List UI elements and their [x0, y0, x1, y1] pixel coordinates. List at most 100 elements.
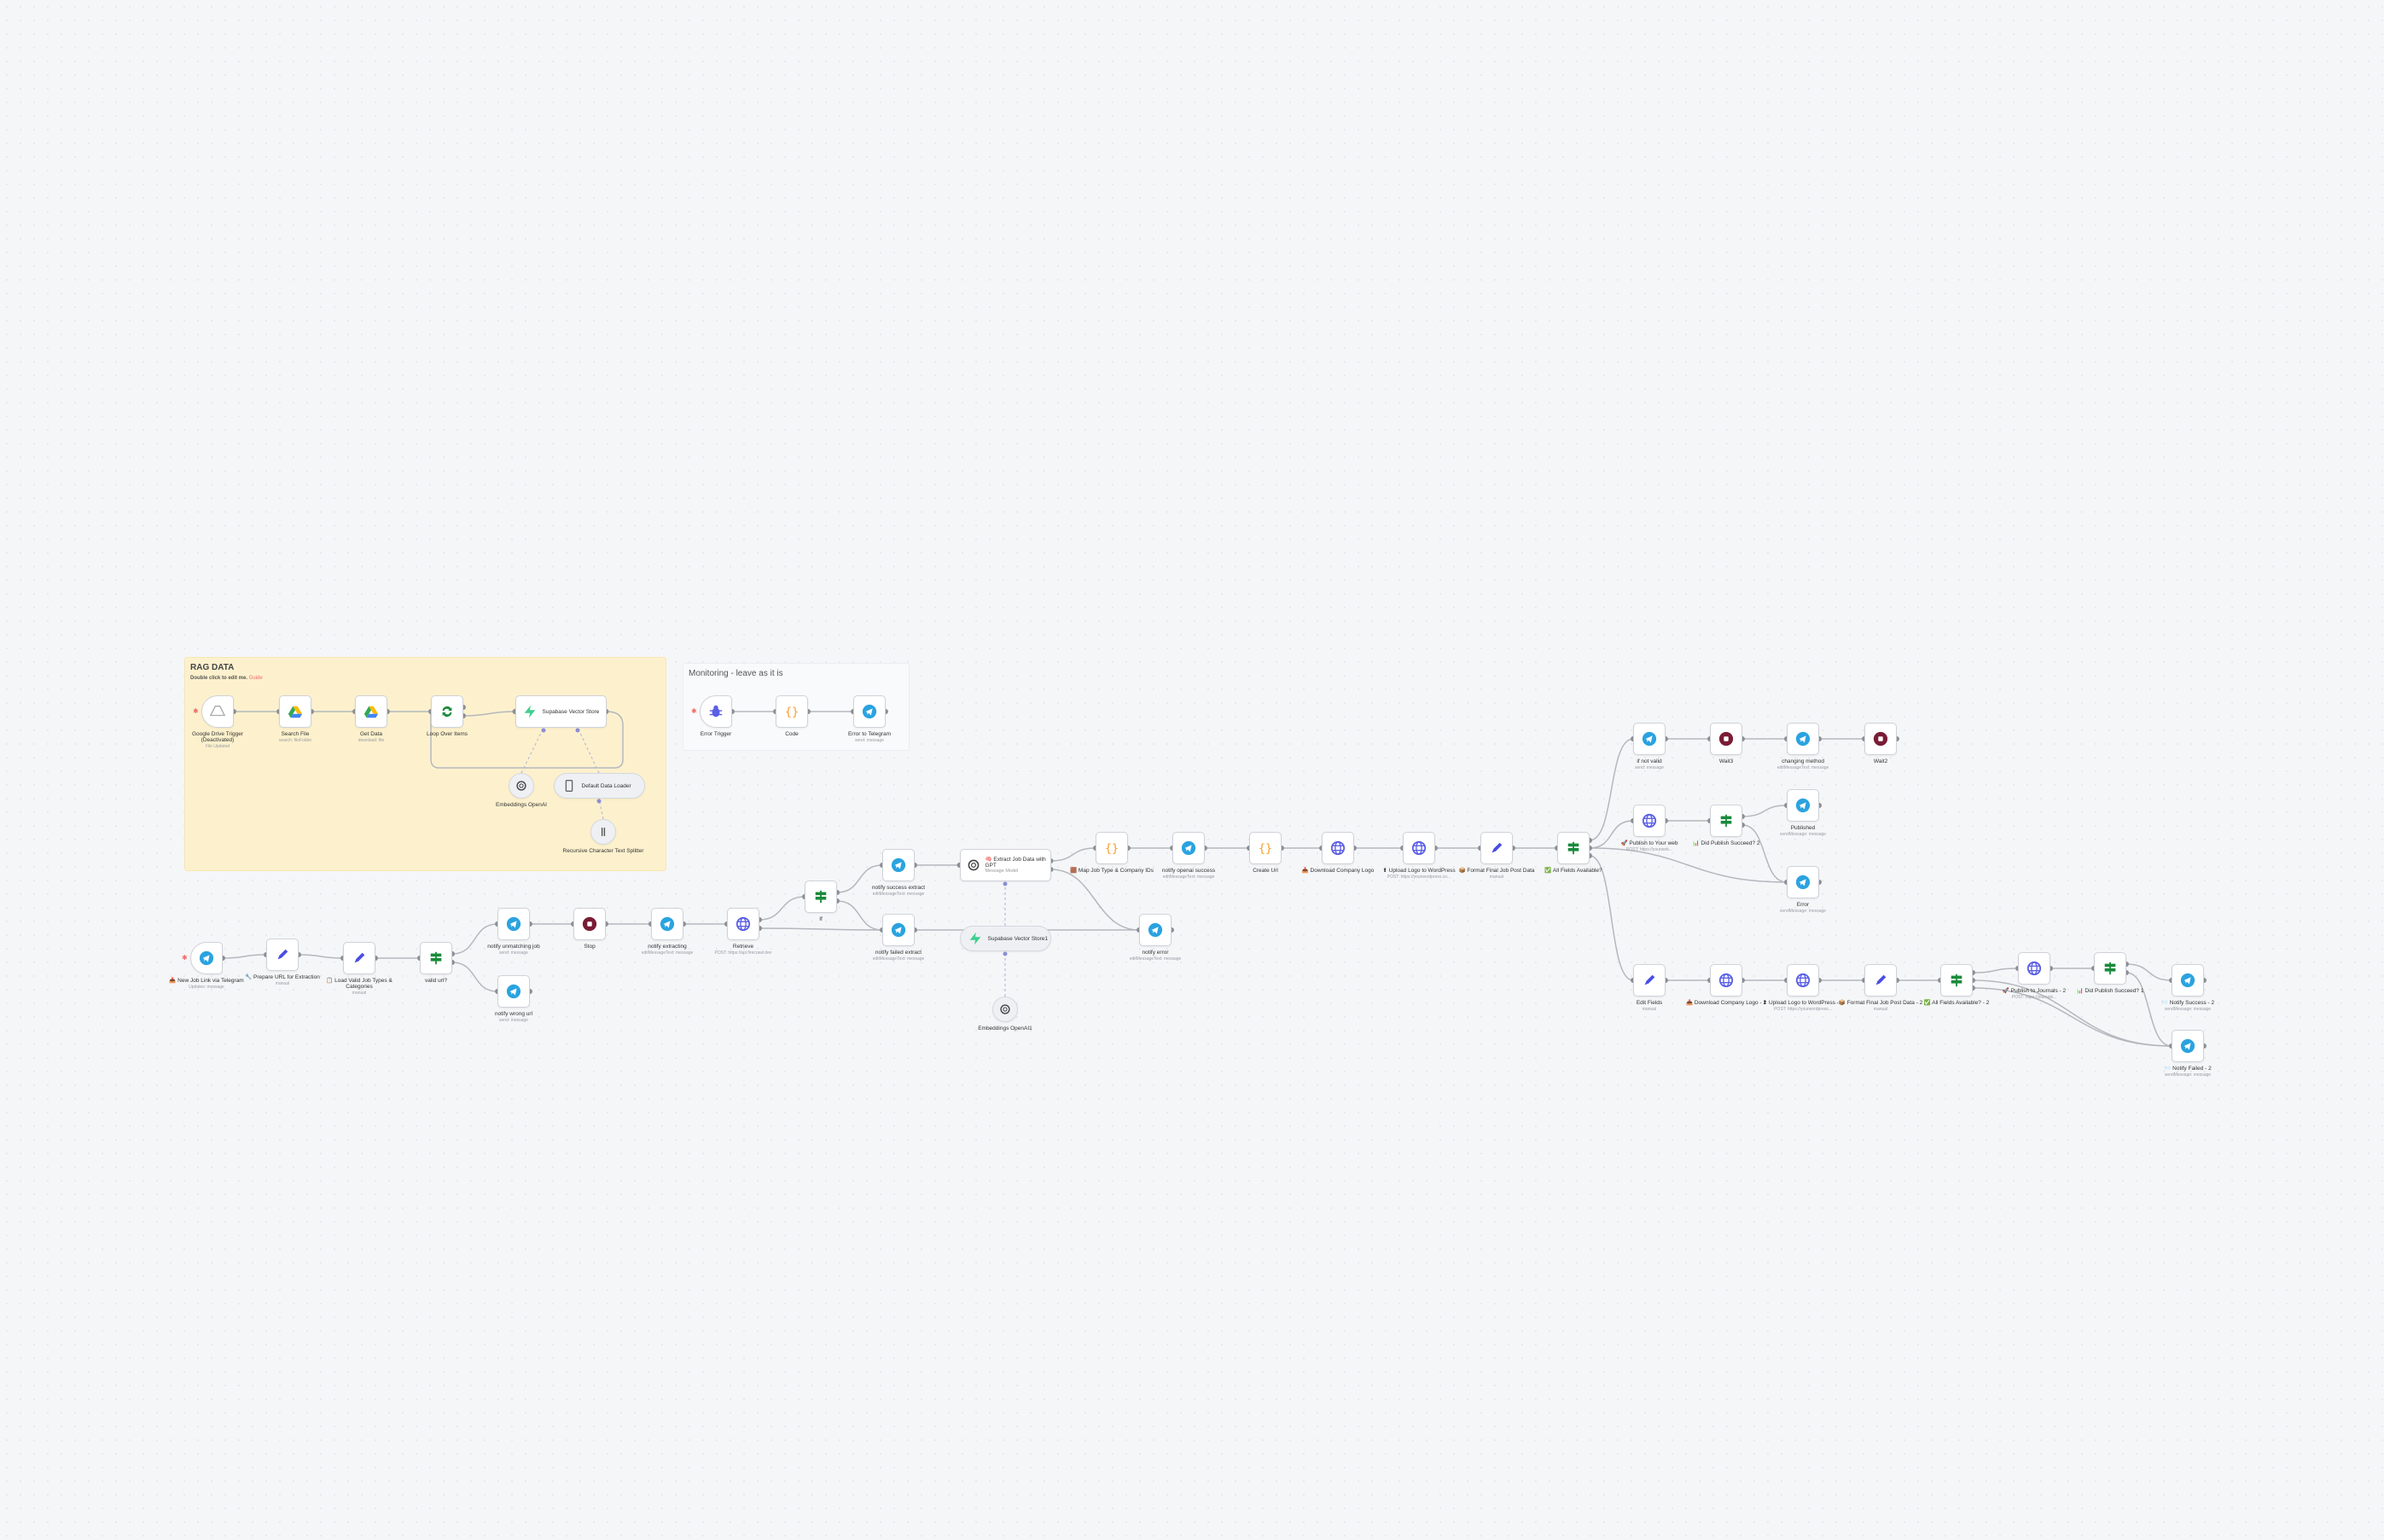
node-label: If: [778, 916, 863, 922]
workflow-node[interactable]: [992, 997, 1018, 1022]
node-title: If: [819, 916, 823, 922]
workflow-node[interactable]: [355, 695, 387, 728]
workflow-node[interactable]: [266, 939, 299, 971]
workflow-node[interactable]: [2172, 964, 2204, 997]
connection-line: [1589, 855, 1634, 981]
workflow-node[interactable]: {}: [776, 695, 808, 728]
guide-link[interactable]: Guide: [248, 676, 263, 681]
telegram-icon: [1795, 875, 1811, 890]
node-label: Wait3: [1683, 758, 1769, 764]
connection-line: [1050, 847, 1096, 862]
connection-line: [2125, 963, 2172, 981]
workflow-node[interactable]: Supabase Vector Store1: [959, 926, 1051, 951]
workflow-node[interactable]: [497, 975, 530, 1008]
gdrive-gray-icon: [210, 706, 225, 717]
node-label: 📊 Did Publish Succeed? 1: [2067, 988, 2153, 994]
workflow-node[interactable]: [1787, 723, 1819, 755]
workflow-node[interactable]: [509, 773, 534, 799]
workflow-node[interactable]: [497, 908, 530, 940]
node-title: 📊 Did Publish Succeed? 1: [2076, 988, 2144, 994]
node-label: Embeddings OpenAI: [479, 802, 564, 808]
if-icon: [1951, 973, 1962, 987]
node-title: notify unmatching job: [487, 944, 540, 950]
workflow-node[interactable]: [1710, 805, 1742, 837]
workflow-node[interactable]: [1864, 964, 1897, 997]
workflow-node[interactable]: [1864, 723, 1897, 755]
workflow-node[interactable]: [1557, 832, 1590, 864]
workflow-node[interactable]: [420, 942, 452, 974]
workflow-node[interactable]: [1172, 832, 1205, 864]
workflow-node[interactable]: [853, 695, 886, 728]
node-subtitle: manual: [1642, 1007, 1657, 1012]
connection-line: [1972, 968, 2019, 973]
workflow-node[interactable]: [343, 942, 375, 974]
workflow-node[interactable]: [190, 942, 223, 974]
workflow-node[interactable]: Default Data Loader: [553, 773, 645, 799]
node-label: ✅ All Fields Available? - 2: [1914, 1000, 1999, 1006]
workflow-node[interactable]: [882, 914, 915, 946]
node-subtitle: editMessageText: message: [1162, 875, 1215, 880]
workflow-node[interactable]: [279, 695, 311, 728]
workflow-node[interactable]: [2018, 952, 2050, 985]
workflow-node[interactable]: [573, 908, 606, 940]
node-label: Wait2: [1838, 758, 1923, 764]
workflow-node[interactable]: [1787, 789, 1819, 822]
node-title: 🔧 Prepare URL for Extraction: [245, 974, 320, 980]
workflow-node[interactable]: [805, 880, 837, 913]
workflow-node[interactable]: [1940, 964, 1973, 997]
workflow-node[interactable]: [700, 695, 732, 728]
workflow-node[interactable]: [1633, 723, 1666, 755]
workflow-node[interactable]: [1710, 723, 1742, 755]
node-title: Edit Fields: [1636, 1000, 1663, 1006]
workflow-node[interactable]: [727, 908, 759, 940]
node-subtitle: manual: [1873, 1007, 1888, 1012]
node-subtitle: send: message: [499, 950, 528, 956]
workflow-node[interactable]: [1710, 964, 1742, 997]
workflow-node[interactable]: [1480, 832, 1513, 864]
node-title: Loop Over Items: [426, 731, 468, 737]
loop-icon: [442, 706, 452, 718]
workflow-node[interactable]: [1139, 914, 1172, 946]
workflow-node[interactable]: Supabase Vector Store: [515, 695, 607, 728]
workflow-node[interactable]: [1787, 964, 1819, 997]
workflow-node[interactable]: [1322, 832, 1354, 864]
node-label: valid url?: [393, 978, 479, 984]
edit-icon: [354, 952, 365, 963]
node-title: 📋 Load Valid Job Types & Categories: [326, 978, 392, 990]
workflow-node[interactable]: [1403, 832, 1435, 864]
node-title: Error to Telegram: [847, 731, 892, 737]
workflow-node[interactable]: [882, 849, 915, 881]
connection-line: [222, 954, 267, 959]
workflow-node[interactable]: {}: [1249, 832, 1282, 864]
workflow-node[interactable]: [590, 819, 616, 845]
svg-text:{}: {}: [1259, 842, 1272, 856]
node-title: 📨 Notify Failed - 2: [2164, 1066, 2212, 1072]
workflow-node[interactable]: [2094, 952, 2126, 985]
code-icon: {}: [1259, 842, 1272, 856]
telegram-icon: [1642, 731, 1657, 747]
node-title: ✅ All Fields Available?: [1544, 868, 1602, 874]
node-label: 📥 Download Company Logo - 2: [1683, 1000, 1769, 1006]
workflow-node[interactable]: [1633, 805, 1666, 837]
workflow-node[interactable]: [2172, 1030, 2204, 1062]
node-subtitle: editMessageText: message: [872, 892, 925, 897]
workflow-node[interactable]: [1633, 964, 1666, 997]
telegram-icon: [1148, 922, 1163, 938]
node-subtitle: send: message: [499, 1018, 528, 1023]
edit-icon: [1644, 974, 1655, 985]
telegram-icon: [660, 916, 675, 932]
workflow-node[interactable]: [1787, 866, 1819, 898]
openai-icon: [1000, 1004, 1010, 1014]
workflow-node[interactable]: {}: [1096, 832, 1128, 864]
workflow-node[interactable]: [201, 695, 234, 728]
workflow-node[interactable]: [651, 908, 683, 940]
workflow-node[interactable]: [431, 695, 463, 728]
